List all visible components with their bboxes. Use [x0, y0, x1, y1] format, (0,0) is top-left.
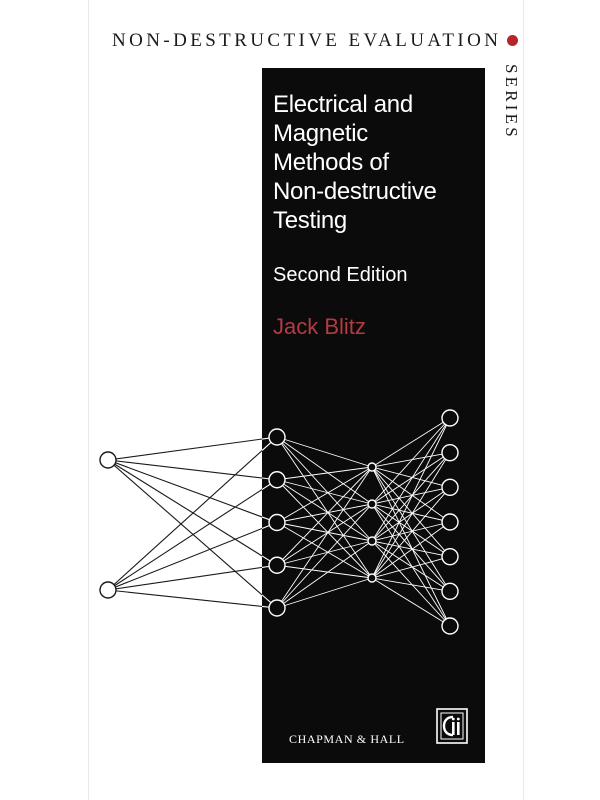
chapman-hall-logo-icon	[436, 708, 468, 744]
network-node	[441, 582, 459, 601]
network-edge	[371, 466, 451, 592]
network-edge	[107, 521, 278, 591]
book-author: Jack Blitz	[273, 314, 366, 339]
network-node	[268, 556, 286, 574]
network-edge	[371, 503, 451, 592]
network-edge	[276, 503, 373, 566]
network-edge	[276, 503, 373, 609]
cover-left-edge	[88, 0, 89, 800]
network-node	[441, 617, 459, 635]
red-dot-icon	[507, 35, 518, 46]
publisher-name: CHAPMAN & HALL	[289, 732, 405, 746]
network-node	[367, 499, 377, 509]
network-edge	[371, 452, 451, 505]
network-edge	[276, 466, 373, 609]
network-edge	[107, 479, 278, 591]
network-edge	[276, 522, 373, 579]
network-edge	[276, 436, 373, 542]
network-edge	[107, 436, 278, 591]
network-edge	[371, 487, 451, 579]
network-edge	[371, 486, 451, 542]
network-node	[99, 581, 117, 599]
network-node	[99, 451, 117, 469]
network-edge	[107, 459, 278, 609]
network-edge	[371, 577, 451, 592]
cover-right-edge	[523, 0, 524, 800]
network-edge	[371, 452, 451, 579]
network-node	[268, 428, 286, 446]
network-nodes	[99, 409, 459, 635]
network-node	[441, 409, 459, 427]
network-edge	[371, 556, 451, 579]
network-edge	[276, 466, 373, 566]
network-edge	[107, 459, 278, 481]
network-edge	[276, 540, 373, 566]
network-edge	[371, 521, 451, 579]
network-edge	[371, 540, 451, 592]
network-edge	[276, 540, 373, 609]
network-edge	[371, 540, 451, 558]
network-edge	[107, 564, 278, 591]
network-edge	[371, 503, 451, 558]
network-node	[441, 547, 459, 566]
book-edition: Second Edition	[273, 264, 408, 286]
network-edge	[276, 466, 373, 523]
network-edge	[371, 503, 451, 627]
network-edge	[371, 417, 451, 468]
network-edge	[371, 521, 451, 542]
series-name: NON-DESTRUCTIVE EVALUATION	[112, 30, 502, 51]
network-edge	[276, 436, 373, 579]
network-edge	[276, 436, 373, 468]
network-edge	[371, 417, 451, 579]
network-edge	[371, 466, 451, 488]
network-edge	[276, 564, 373, 579]
network-node	[367, 462, 377, 472]
network-edge	[276, 503, 373, 523]
title-line: Methods of	[273, 149, 389, 176]
title-line: Electrical and	[273, 91, 413, 118]
network-edge	[371, 466, 451, 557]
network-edge	[371, 486, 451, 505]
network-node	[367, 536, 377, 546]
network-edge	[371, 452, 451, 542]
network-edge	[107, 459, 278, 524]
network-edge	[107, 436, 278, 461]
network-edge	[276, 436, 373, 505]
title-line: Magnetic	[273, 120, 368, 147]
network-node	[268, 599, 286, 617]
network-edge	[371, 466, 451, 523]
book-title: Electrical and Magnetic Methods of Non-d…	[273, 90, 483, 235]
network-node	[268, 513, 286, 532]
network-edge	[276, 479, 373, 542]
title-line: Testing	[273, 207, 347, 234]
network-node	[268, 471, 286, 489]
network-edge	[371, 540, 451, 627]
network-edge	[276, 466, 373, 481]
network-edge	[371, 503, 451, 523]
network-edge	[276, 522, 373, 542]
network-edge	[371, 466, 451, 627]
network-edges	[107, 417, 451, 627]
network-edge	[276, 577, 373, 609]
network-node	[441, 478, 459, 497]
network-node	[441, 513, 459, 531]
network-node	[367, 573, 377, 583]
network-edge	[371, 452, 451, 468]
network-edge	[371, 577, 451, 627]
network-node	[441, 443, 459, 462]
network-edge	[276, 479, 373, 505]
network-edge	[276, 479, 373, 579]
network-edge	[107, 589, 278, 609]
network-edge	[107, 459, 278, 566]
network-edge	[371, 417, 451, 542]
network-edge	[371, 417, 451, 505]
title-line: Non-destructive	[273, 178, 437, 205]
